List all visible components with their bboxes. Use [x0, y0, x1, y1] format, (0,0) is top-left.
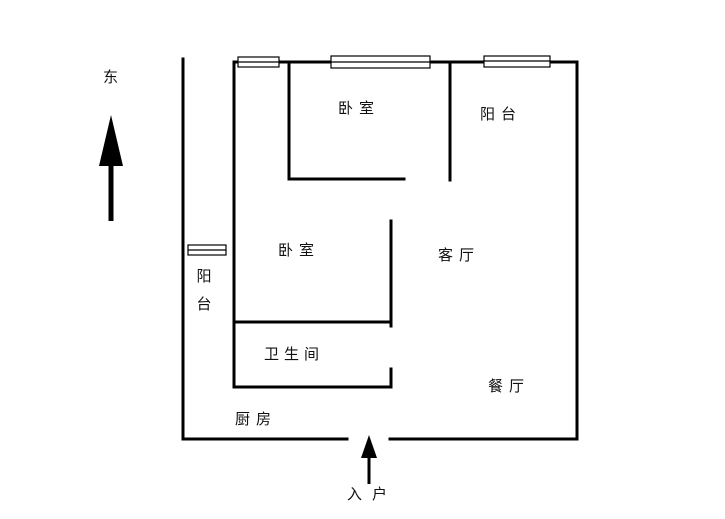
room-label-dining-room: 餐厅 — [488, 377, 531, 395]
room-label-balcony-left: 阳台 — [196, 267, 212, 313]
window-west — [187, 244, 227, 256]
entry-arrow-icon — [361, 435, 377, 484]
room-label-kitchen: 厨房 — [235, 410, 278, 428]
entrance-label: 入户 — [347, 485, 398, 503]
window-north-1 — [237, 56, 280, 68]
room-label-bedroom-top: 卧室 — [338, 99, 381, 117]
room-label-bathroom: 卫生间 — [264, 345, 325, 363]
room-label-balcony-top: 阳台 — [480, 105, 523, 123]
room-label-bedroom-mid: 卧室 — [278, 241, 321, 259]
window-north-2 — [330, 55, 431, 69]
compass-label: 东 — [103, 68, 125, 86]
room-label-living-room: 客厅 — [438, 246, 481, 264]
north-arrow-icon — [99, 115, 123, 221]
window-north-3 — [483, 55, 551, 68]
